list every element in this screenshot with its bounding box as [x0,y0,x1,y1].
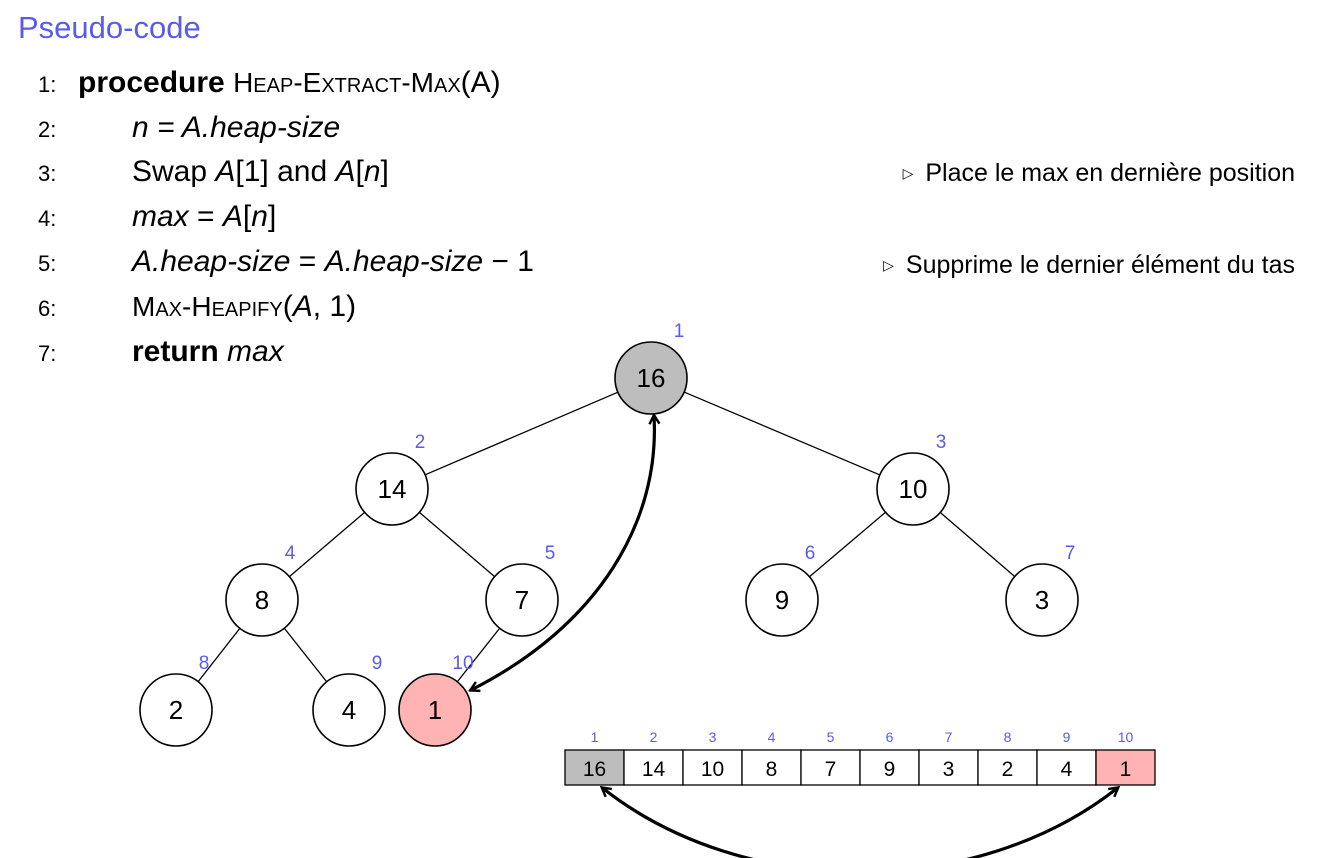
array-cell-index: 7 [945,729,953,745]
code-text: max = A[n] [132,200,277,233]
tree-node-10 [398,673,472,747]
tree-edge [683,391,881,476]
line-number: 6: [38,296,57,321]
tree-node-index: 7 [1065,543,1076,564]
tree-node-value: 14 [378,474,407,504]
tree-edge [809,511,886,578]
array-swap-arrow [603,788,1118,858]
procedure-name: HEAP-EXTRACT-MAX [233,67,461,98]
tree-node-value: 4 [342,695,356,725]
array-cell-index: 4 [768,729,776,745]
array-cell-5 [800,749,861,786]
code-line-5: 5: A.heap-size = A.heap-size − 1 [38,242,534,282]
tree-node-9 [312,673,386,747]
tree-node-value: 10 [899,474,928,504]
array-cell-index: 8 [1004,729,1012,745]
keyword-procedure: procedure [78,66,225,99]
code-text: Swap A[1] and A[n] [132,155,389,188]
tree-node-index: 6 [805,543,816,564]
comment-marker-icon: ▷ [902,165,914,181]
code-line-6: 6: MAX-HEAPIFY(A, 1) [38,287,356,327]
tree-node-2 [355,452,429,526]
code-line-2: 2: n = A.heap-size [38,108,340,148]
array-cell-index: 6 [886,729,894,745]
array-cell-value: 10 [701,758,724,781]
array-cell-8 [977,749,1038,786]
tree-node-index: 2 [415,432,426,453]
code-line-3: 3: Swap A[1] and A[n] [38,152,389,192]
keyword-return: return [132,335,219,368]
array-cell-2 [623,749,684,786]
array-cell-value: 1 [1120,758,1132,781]
array-cell-index: 1 [591,729,599,745]
array-cell-value: 8 [766,758,778,781]
line-number: 7: [38,341,57,366]
tree-node-value: 8 [255,585,269,615]
line-number: 5: [38,251,57,276]
array-cell-value: 14 [642,758,666,781]
line-number: 2: [38,117,57,142]
array-cell-value: 7 [825,758,837,781]
array-cell-value: 16 [583,758,606,781]
tree-node-8 [139,673,213,747]
code-line-7: 7: return max [38,332,284,372]
array-cell-index: 9 [1063,729,1071,745]
tree-node-value: 9 [775,585,789,615]
tree-node-index: 1 [674,321,685,342]
tree-node-value: 1 [428,695,442,725]
line-number: 4: [38,206,57,231]
tree-node-index: 4 [285,543,296,564]
array-cell-10 [1095,749,1156,786]
tree-node-value: 7 [515,585,529,615]
array-cell-value: 4 [1061,758,1073,781]
array-cell-value: 9 [884,758,896,781]
tree-edge [939,511,1016,578]
tree-node-value: 3 [1035,585,1049,615]
array-cell-value: 2 [1002,758,1014,781]
tree-swap-arrow [471,416,654,690]
tree-edge [283,627,328,683]
code-text: max [227,335,284,368]
slide-title: Pseudo-code [18,10,201,45]
tree-node-3 [876,452,950,526]
array-cell-6 [859,749,920,786]
procedure-args: (A) [460,66,501,99]
array-cell-value: 3 [943,758,955,781]
tree-edge [288,511,366,578]
tree-node-value: 16 [637,363,666,393]
tree-node-value: 2 [169,695,183,725]
array-cell-index: 2 [650,729,658,745]
code-text: A.heap-size = A.heap-size − 1 [132,245,534,278]
tree-node-index: 9 [372,653,383,674]
tree-node-index: 5 [545,543,556,564]
line-number: 3: [38,161,57,186]
code-text: MAX-HEAPIFY(A, 1) [132,290,357,323]
tree-node-6 [745,563,819,637]
array-cell-1 [564,749,625,786]
array-cell-4 [741,749,802,786]
code-text: n = A.heap-size [132,111,341,144]
array-cell-index: 10 [1118,729,1134,745]
tree-edge [424,391,619,476]
array-cell-3 [682,749,743,786]
tree-node-index: 10 [452,653,473,674]
code-comment-5: ▷Supprime le dernier élément du tas [883,251,1295,279]
comment-marker-icon: ▷ [883,257,894,273]
array-cell-index: 3 [709,729,717,745]
tree-edge [197,627,241,683]
array-cell-index: 5 [827,729,835,745]
tree-node-index: 8 [199,653,210,674]
line-number: 1: [38,72,57,97]
code-comment-3: ▷Place le max en dernière position [902,159,1295,187]
tree-node-7 [1005,563,1079,637]
code-line-4: 4: max = A[n] [38,197,276,237]
code-line-1: 1: procedure HEAP-EXTRACT-MAX(A) [38,63,501,103]
tree-edge [418,511,496,578]
tree-node-4 [225,563,299,637]
tree-node-index: 3 [936,432,947,453]
